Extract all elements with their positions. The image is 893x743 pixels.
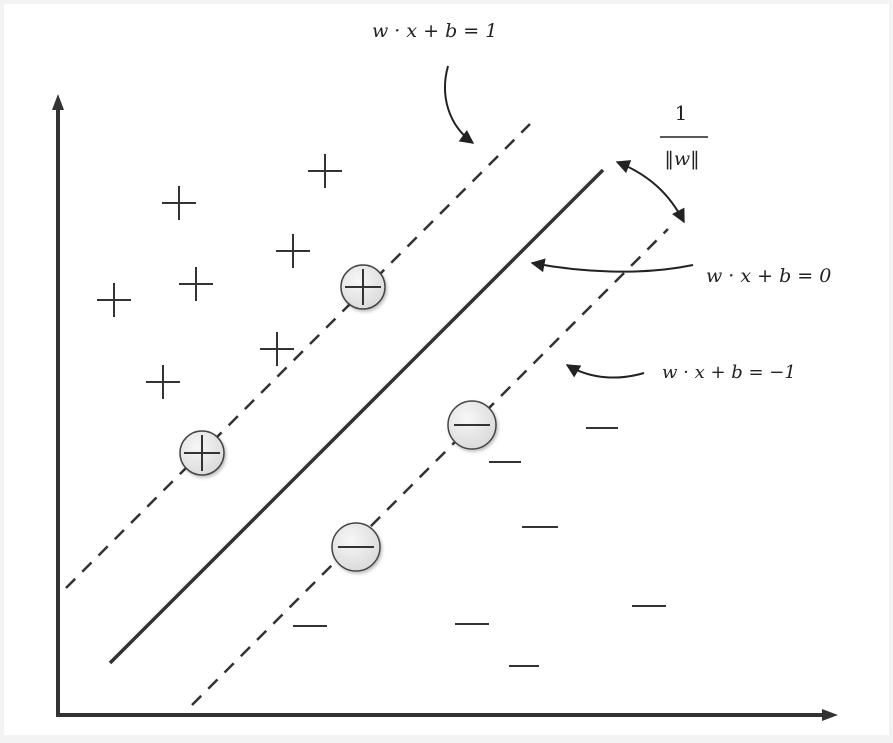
support-vector-negative <box>447 400 497 450</box>
margin-line-positive <box>65 123 531 589</box>
positive-points <box>97 154 342 399</box>
label-margin-negative: w · x + b = −1 <box>662 362 796 383</box>
arrow-margin-positive <box>444 65 475 144</box>
label-margin-width-denominator: ‖w‖ <box>664 148 700 170</box>
label-hyperplane: w · x + b = 0 <box>706 265 832 287</box>
plus-marker <box>308 154 342 188</box>
negative-points <box>293 427 666 667</box>
y-axis-arrowhead <box>52 94 64 110</box>
plus-marker <box>162 186 196 220</box>
support-vector-positive <box>340 264 386 310</box>
plus-marker <box>146 365 180 399</box>
support-vector-positive <box>179 430 225 476</box>
label-margin-positive: w · x + b = 1 <box>372 20 498 42</box>
x-axis-arrowhead <box>822 709 838 721</box>
plus-marker <box>276 234 310 268</box>
separating-hyperplane <box>108 168 605 665</box>
plus-marker <box>97 283 131 317</box>
support-vector-negative <box>331 522 381 572</box>
panel-background <box>4 4 889 735</box>
arrow-margin-negative <box>565 364 645 379</box>
arrow-margin-width <box>615 160 685 224</box>
label-margin-width-numerator: 1 <box>674 101 688 125</box>
plus-marker <box>179 267 213 301</box>
margin-line-negative <box>191 228 669 706</box>
plus-marker <box>260 332 294 366</box>
arrow-hyperplane <box>530 258 694 273</box>
